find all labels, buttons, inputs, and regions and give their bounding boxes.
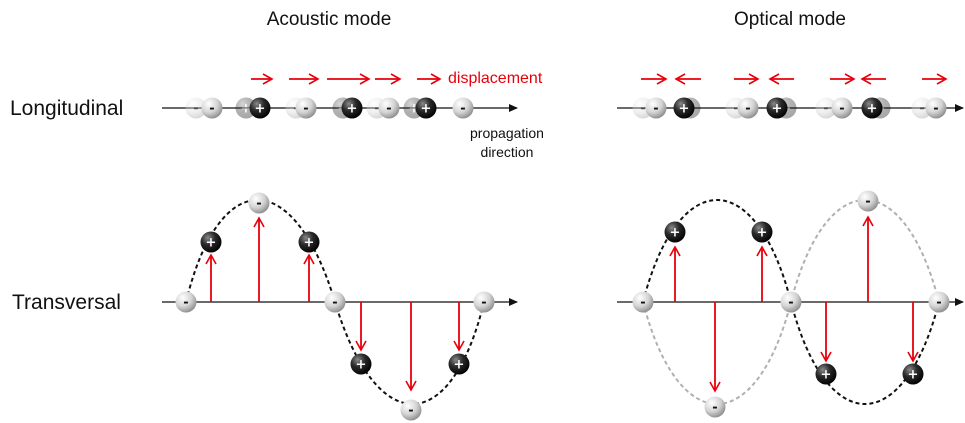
negative-ion: - (175, 291, 197, 313)
positive-sign: + (255, 102, 266, 117)
positive-sign: + (679, 102, 690, 117)
positive-ion: + (341, 97, 363, 119)
negative-ion: - (248, 192, 270, 214)
negative-ion: - (400, 399, 422, 421)
acoustic-mode-title: Acoustic mode (267, 9, 392, 30)
negative-ion: - (452, 97, 474, 119)
positive-sign: + (821, 368, 832, 383)
negative-sign: - (712, 401, 717, 416)
negative-ion: - (925, 97, 947, 119)
negative-ion: - (704, 396, 726, 418)
negative-sign: - (936, 296, 941, 311)
positive-ion: + (415, 97, 437, 119)
positive-ion: + (673, 97, 695, 119)
negative-ion: - (645, 97, 667, 119)
negative-sign: - (640, 102, 645, 117)
negative-ion: - (295, 97, 317, 119)
negative-sign: - (788, 296, 793, 311)
displacement-label: displacement (448, 70, 543, 87)
negative-sign: - (193, 102, 198, 117)
negative-sign: - (653, 102, 658, 117)
negative-sign: - (460, 102, 465, 117)
positive-sign: + (347, 102, 358, 117)
negative-sign: - (640, 296, 645, 311)
negative-sign: - (332, 296, 337, 311)
positive-ion: + (664, 221, 686, 243)
positive-sign: + (670, 226, 681, 241)
negative-sign: - (745, 102, 750, 117)
negative-ion: - (928, 291, 950, 313)
negative-sign: - (303, 102, 308, 117)
positive-sign: + (206, 236, 217, 251)
positive-ion: + (350, 353, 372, 375)
negative-sign: - (209, 102, 214, 117)
negative-sign: - (386, 102, 391, 117)
negative-sign: - (919, 102, 924, 117)
negative-sign: - (183, 296, 188, 311)
negative-ion: - (857, 190, 879, 212)
positive-ion: + (815, 363, 837, 385)
negative-ion: - (201, 97, 223, 119)
positive-sign: + (304, 236, 315, 251)
positive-sign: + (356, 358, 367, 373)
positive-sign: + (867, 102, 878, 117)
positive-sign: + (757, 226, 768, 241)
displacement-arrows (205, 73, 948, 393)
negative-ion: - (831, 97, 853, 119)
positive-sign: + (908, 368, 919, 383)
positive-ion: + (902, 363, 924, 385)
negative-sign: - (839, 102, 844, 117)
ghost-ion: - (185, 97, 207, 119)
positive-ion: + (766, 97, 788, 119)
positive-ion: + (751, 221, 773, 243)
negative-ion: - (378, 97, 400, 119)
negative-sign: - (256, 197, 261, 212)
positive-ion: + (861, 97, 883, 119)
negative-ion: - (737, 97, 759, 119)
longitudinal-label: Longitudinal (10, 97, 123, 120)
positive-sign: + (421, 102, 432, 117)
positive-sign: + (772, 102, 783, 117)
positive-ion: + (298, 231, 320, 253)
negative-ion: - (780, 291, 802, 313)
negative-sign: - (823, 102, 828, 117)
negative-ion: - (632, 291, 654, 313)
positive-sign: + (241, 102, 252, 117)
ions: -+-+-+-+-+-+--+-+-+--+-+-+--+-+-+-+--++-… (175, 97, 950, 421)
negative-sign: - (481, 296, 486, 311)
negative-sign: - (865, 195, 870, 210)
propagation-label-line1: propagation (470, 125, 544, 141)
negative-sign: - (933, 102, 938, 117)
transversal-label: Transversal (12, 291, 121, 314)
ghost-ion: - (815, 97, 837, 119)
positive-ion: + (448, 353, 470, 375)
negative-ion: - (324, 291, 346, 313)
positive-ion: + (200, 231, 222, 253)
negative-sign: - (733, 102, 738, 117)
positive-ion: + (249, 97, 271, 119)
negative-sign: - (408, 404, 413, 419)
negative-ion: - (473, 291, 495, 313)
optical-mode-title: Optical mode (734, 9, 846, 30)
positive-sign: + (454, 358, 465, 373)
propagation-label-line2: direction (481, 144, 534, 160)
positive-sign: + (409, 102, 420, 117)
negative-sign: - (374, 102, 379, 117)
